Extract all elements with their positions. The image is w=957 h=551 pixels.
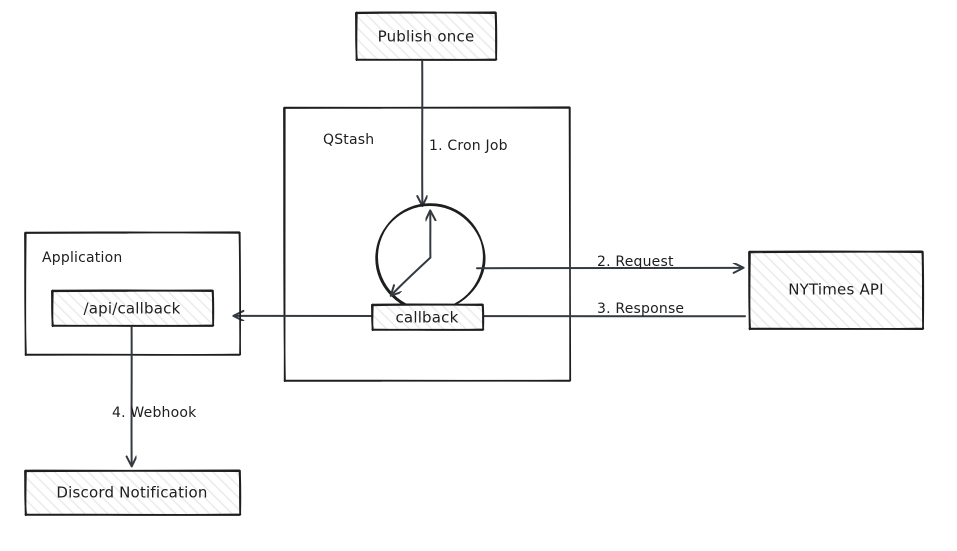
publish-once-node[interactable]: Publish once	[355, 11, 498, 62]
edge-cron-job-label: 1. Cron Job	[429, 138, 508, 154]
application-container[interactable]: Application	[24, 231, 242, 356]
discord-notification-node[interactable]: Discord Notification	[24, 469, 242, 517]
discord-notification-label: Discord Notification	[56, 484, 207, 502]
callback-node[interactable]: callback	[371, 303, 485, 332]
edge-cron-job[interactable]: 1. Cron Job	[422, 60, 508, 205]
edge-request[interactable]: 2. Request	[476, 254, 743, 270]
api-callback-label: /api/callback	[83, 300, 180, 318]
edge-webhook[interactable]: 4. Webhook	[112, 326, 197, 465]
edge-response-label: 3. Response	[597, 301, 684, 317]
edge-webhook-label: 4. Webhook	[112, 405, 197, 421]
publish-once-label: Publish once	[378, 28, 475, 46]
edge-response[interactable]: 3. Response	[234, 301, 746, 317]
edge-request-label: 2. Request	[597, 254, 674, 270]
api-callback-node[interactable]: /api/callback	[51, 289, 215, 328]
callback-label: callback	[395, 309, 458, 327]
clock-icon[interactable]	[375, 203, 486, 313]
nytimes-api-node[interactable]: NYTimes API	[748, 250, 925, 331]
qstash-label: QStash	[323, 132, 374, 148]
nytimes-api-label: NYTimes API	[788, 281, 884, 299]
application-label: Application	[42, 250, 122, 266]
qstash-container[interactable]: QStash	[283, 106, 572, 382]
